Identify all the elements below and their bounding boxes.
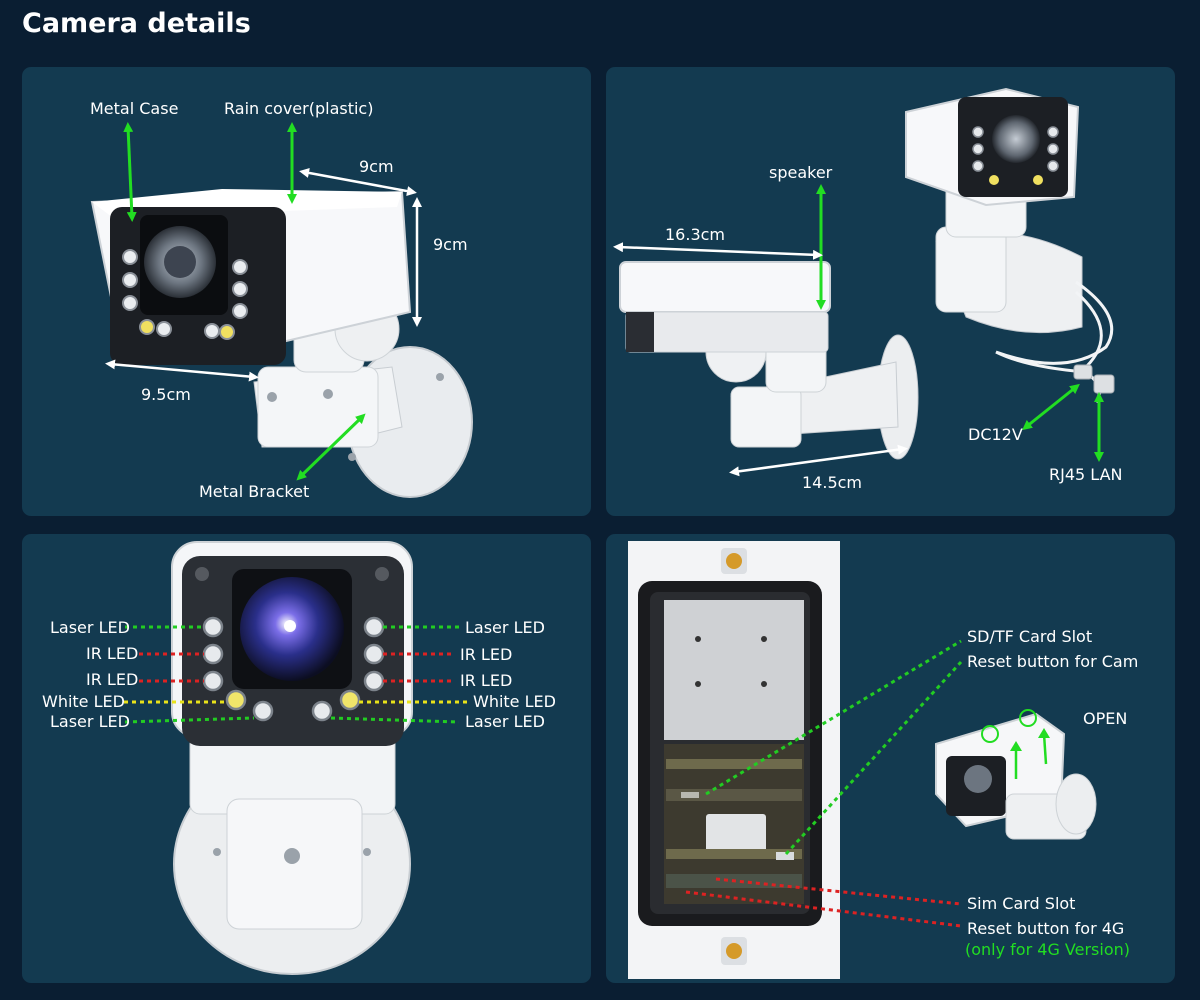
label-length: 16.3cm xyxy=(665,225,726,244)
label-speaker: speaker xyxy=(769,163,833,182)
panel-card-slots: SD/TF Card Slot Reset button for Cam OPE… xyxy=(606,534,1175,983)
led-label-left-1: Laser LED xyxy=(50,618,130,637)
label-sim-slot: Sim Card Slot xyxy=(967,894,1076,913)
label-width-top: 9cm xyxy=(359,157,394,176)
label-bracket-length: 14.5cm xyxy=(802,473,863,492)
panel-camera-front-dimensions: Metal Case Rain cover(plastic) 9cm 9cm 9… xyxy=(22,67,591,516)
led-label-right-3: IR LED xyxy=(460,671,513,690)
led-layout-illustration xyxy=(124,541,469,975)
page-title: Camera details xyxy=(22,8,251,39)
label-reset-4g: Reset button for 4G xyxy=(967,919,1125,938)
camera-front-illustration xyxy=(90,122,473,498)
label-rj45-lan: RJ45 LAN xyxy=(1049,465,1123,484)
led-label-right-2: IR LED xyxy=(460,645,513,664)
led-label-left-4: White LED xyxy=(42,692,125,711)
label-reset-cam: Reset button for Cam xyxy=(967,652,1139,671)
label-rain-cover: Rain cover(plastic) xyxy=(224,99,374,118)
label-4g-note: (only for 4G Version) xyxy=(965,940,1130,959)
label-dc12v: DC12V xyxy=(968,425,1023,444)
led-label-left-3: IR LED xyxy=(86,670,139,689)
side-housing xyxy=(619,261,831,313)
panel-camera-side-dimensions: speaker 16.3cm 14.5cm DC12V RJ45 LAN xyxy=(606,67,1175,516)
label-metal-case: Metal Case xyxy=(90,99,179,118)
label-metal-bracket: Metal Bracket xyxy=(199,482,310,501)
label-depth: 9.5cm xyxy=(141,385,191,404)
label-sd-slot: SD/TF Card Slot xyxy=(967,627,1093,646)
led-label-left-5: Laser LED xyxy=(50,712,130,731)
panel-led-layout: Laser LED IR LED IR LED White LED Laser … xyxy=(22,534,591,983)
camera-side-illustration xyxy=(613,87,1115,477)
led-label-right-1: Laser LED xyxy=(465,618,545,637)
led-label-left-2: IR LED xyxy=(86,644,139,663)
label-height: 9cm xyxy=(433,235,468,254)
card-slot-illustration xyxy=(628,541,1097,979)
led-label-right-4: White LED xyxy=(473,692,556,711)
label-open: OPEN xyxy=(1083,709,1128,728)
led-label-right-5: Laser LED xyxy=(465,712,545,731)
